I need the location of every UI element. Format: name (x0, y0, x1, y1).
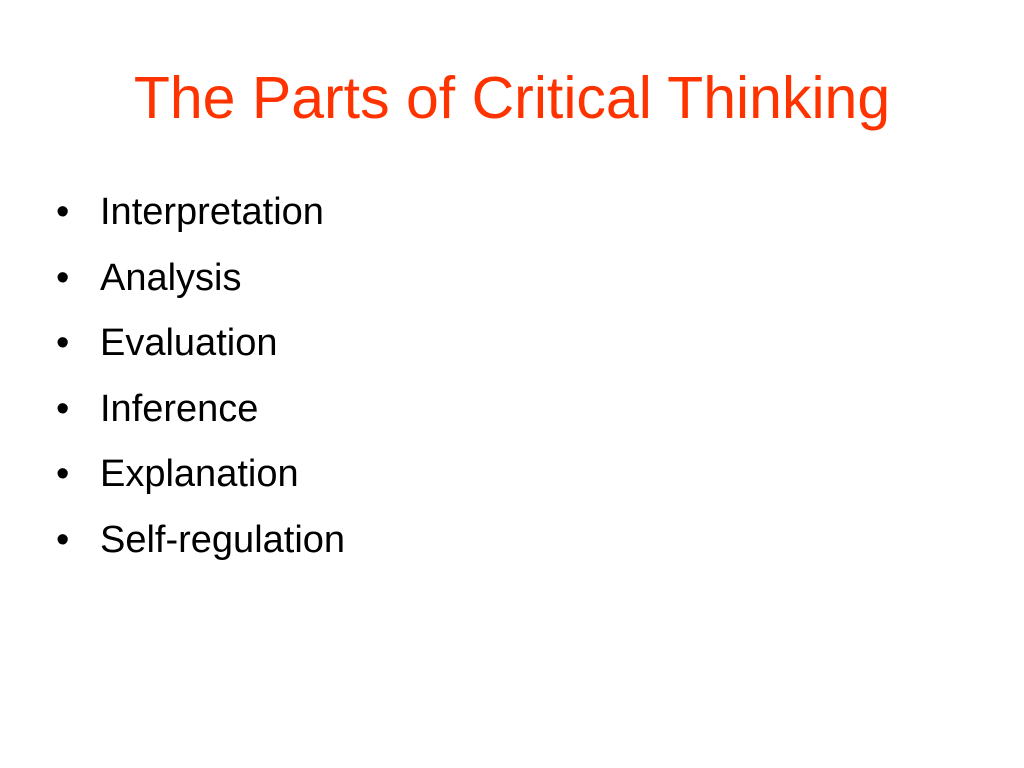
list-item: • Analysis (56, 246, 345, 312)
bullet-icon: • (56, 191, 70, 233)
list-item-text: Explanation (100, 453, 299, 495)
bullet-icon: • (56, 322, 70, 364)
list-item: • Evaluation (56, 311, 345, 377)
bullet-list: • Interpretation • Analysis • Evaluation… (56, 180, 345, 573)
list-item: • Interpretation (56, 180, 345, 246)
bullet-icon: • (56, 256, 70, 299)
list-item-text: Self-regulation (100, 518, 346, 561)
bullet-icon: • (56, 387, 70, 430)
slide-title: The Parts of Critical Thinking (133, 65, 891, 131)
list-item: • Inference (56, 377, 345, 443)
bullet-icon: • (56, 518, 70, 561)
list-item-text: Evaluation (100, 322, 278, 364)
list-item: • Explanation (56, 442, 345, 508)
bullet-icon: • (56, 453, 70, 495)
list-item-text: Analysis (100, 256, 242, 299)
list-item-text: Interpretation (100, 191, 324, 233)
list-item-text: Inference (100, 387, 259, 430)
list-item: • Self-regulation (56, 508, 345, 574)
